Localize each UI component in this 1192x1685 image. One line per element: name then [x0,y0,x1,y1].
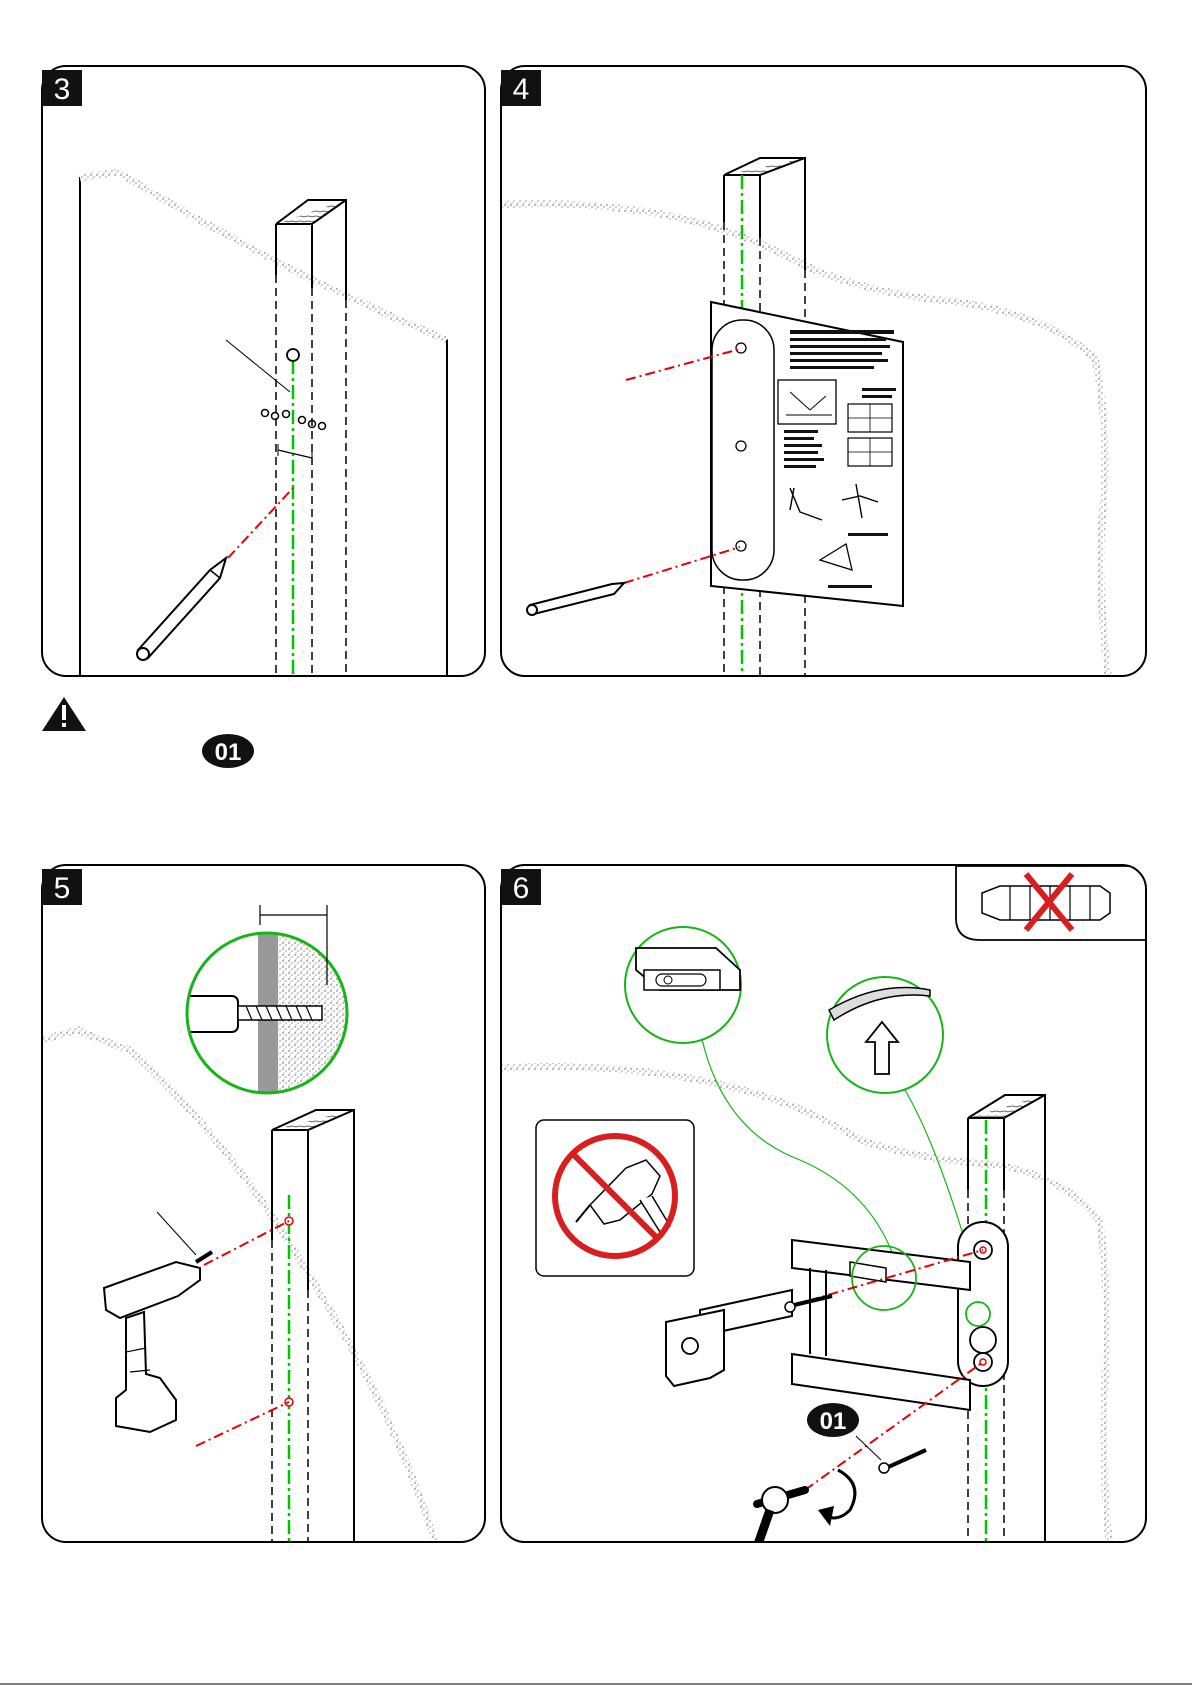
drilling-template [711,302,903,606]
warning-note: 01 [42,697,254,768]
drill-depth-detail [180,905,358,1110]
part-01-label: 01 [820,1408,847,1435]
up-direction-detail [827,977,943,1093]
part-01-label: 01 [215,739,242,766]
warning-triangle-icon [42,697,86,731]
step-5-panel: 5 [42,865,485,1550]
step-number-3: 3 [54,73,71,106]
no-wall-anchors-warning [956,866,1146,940]
step-number-5: 5 [54,872,71,905]
level-detail [625,927,741,1043]
step-number-badge: 3 [42,70,82,106]
part-01-badge: 01 [202,734,254,768]
step-number-badge: 5 [42,869,82,905]
step-3-panel: 3 [42,66,485,690]
part-01-badge: 01 [807,1403,859,1437]
step-number-badge: 6 [501,869,541,905]
step-number-badge: 4 [501,70,541,106]
step-number-6: 6 [513,872,530,905]
step-4-panel: 4 [501,66,1146,690]
step-6-panel: 01 6 [501,865,1146,1550]
no-power-driver-warning [536,1120,694,1276]
step-number-4: 4 [513,73,530,106]
